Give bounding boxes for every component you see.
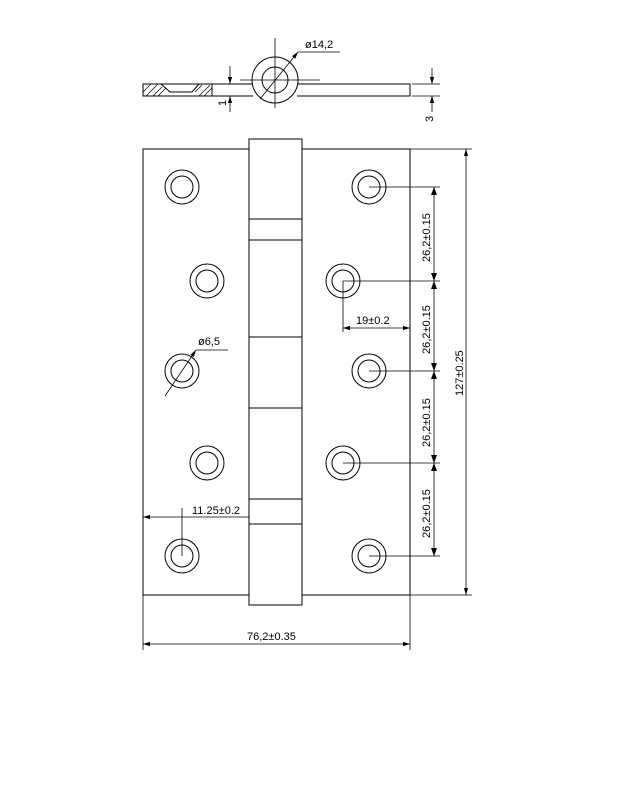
knuckle-5 — [248, 498, 303, 606]
plate-thickness-label: 1 — [217, 100, 229, 106]
pitch-arrow-3 — [431, 363, 437, 379]
pitch-dimensions: 26,2±0.15 26,2±0.15 26,2±0.15 26,2±0.15 — [343, 186, 440, 557]
left-offset-label: 11.25±0.2 — [192, 505, 240, 517]
hole-left-3 — [164, 353, 200, 389]
pitch-arrow-2 — [431, 273, 437, 289]
right-leaf — [301, 148, 411, 596]
knuckle-4 — [248, 407, 303, 525]
knuckle-2 — [248, 218, 303, 338]
knuckle-stack — [248, 138, 303, 606]
hole-diameter-label: ø6,5 — [198, 336, 220, 348]
left-leaf — [142, 148, 250, 596]
hole-left-4 — [189, 445, 225, 481]
pitch-arrow-5-down — [431, 548, 437, 556]
pitch-arrow-1-up — [431, 187, 437, 195]
right-leaf-holes — [325, 169, 387, 574]
hole-dia-leader — [164, 349, 197, 397]
pitch-label-2: 26,2±0.15 — [421, 305, 433, 354]
section-hatch — [142, 83, 213, 97]
hole-left-1 — [164, 169, 200, 205]
pitch-label-3: 26,2±0.15 — [421, 398, 433, 447]
hole-left-2 — [189, 263, 225, 299]
pitch-label-4: 26,2±0.15 — [421, 489, 433, 538]
right-offset-label: 19±0.2 — [356, 315, 390, 327]
knuckle-1 — [248, 138, 303, 220]
section-countersink-profile — [160, 83, 200, 93]
section-view: ø14,2 1 3 — [142, 38, 440, 122]
countersink-diameter-label: ø14,2 — [305, 39, 333, 51]
overall-height-label: 127±0.25 — [454, 350, 466, 396]
overall-width-label: 76,2±0.35 — [247, 631, 296, 643]
section-right-plate — [297, 83, 411, 97]
knuckle-3 — [248, 336, 303, 409]
knuckle-thickness-label: 3 — [424, 116, 436, 122]
front-view: ø6,5 26,2±0.15 26,2±0.15 26,2±0.15 26,2±… — [142, 138, 472, 650]
pitch-label-1: 26,2±0.15 — [421, 213, 433, 262]
section-plate-link — [212, 83, 253, 97]
pitch-arrow-4 — [431, 455, 437, 471]
dia-leader-line — [259, 51, 299, 100]
